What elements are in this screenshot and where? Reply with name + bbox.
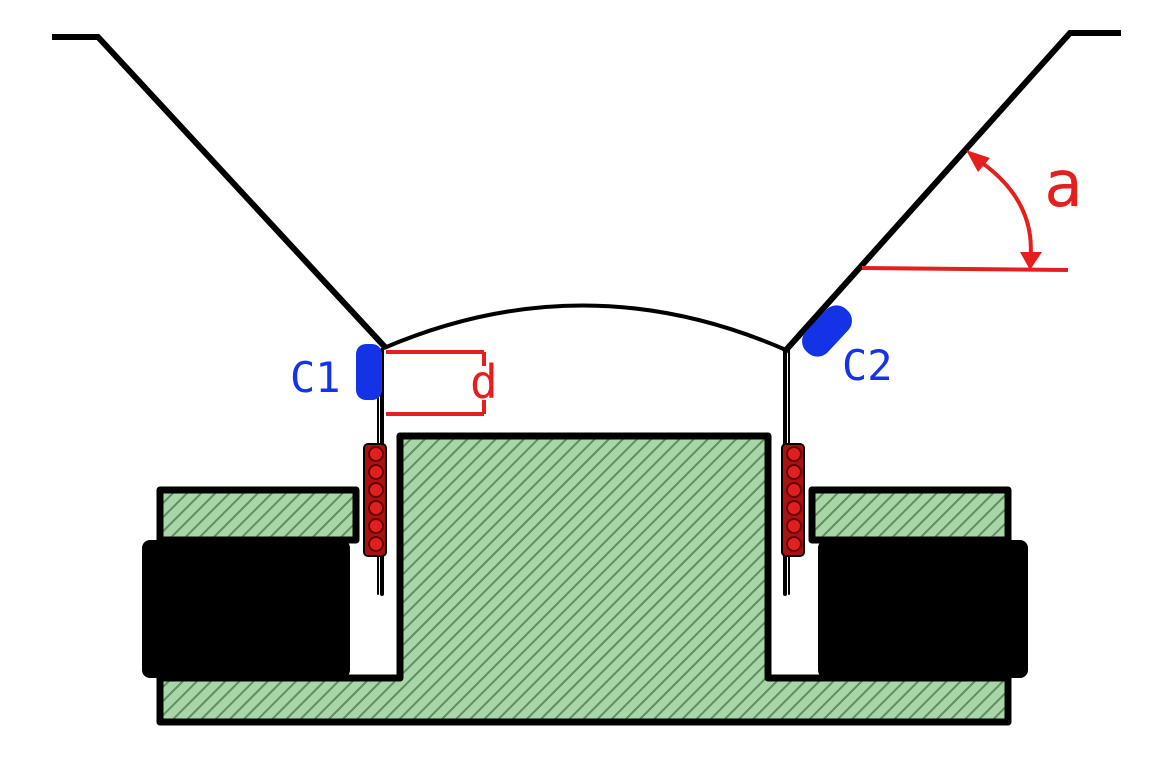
contact-c1 bbox=[356, 344, 382, 400]
label-d: d bbox=[470, 355, 498, 409]
label-c2: C2 bbox=[842, 341, 893, 390]
pole-piece-assembly bbox=[142, 432, 1028, 726]
dimension-d bbox=[386, 350, 486, 416]
left-coil-windings bbox=[363, 443, 387, 557]
right-coil-windings bbox=[781, 443, 805, 557]
angle-a-indicator bbox=[861, 154, 1069, 272]
bottom-plate-and-center-pole bbox=[156, 432, 1012, 726]
speaker-cone bbox=[52, 30, 1121, 355]
contact-c2 bbox=[802, 305, 852, 357]
right-magnet bbox=[818, 540, 1028, 678]
left-magnet bbox=[142, 540, 350, 678]
angle-arrow-bottom-head bbox=[1020, 252, 1042, 270]
left-top-plate bbox=[156, 486, 360, 544]
dust-cap bbox=[383, 303, 787, 352]
label-c1: C1 bbox=[290, 353, 341, 402]
angle-arrow-top-head bbox=[966, 150, 990, 172]
label-a: a bbox=[1044, 148, 1083, 222]
right-top-plate bbox=[808, 486, 1012, 544]
